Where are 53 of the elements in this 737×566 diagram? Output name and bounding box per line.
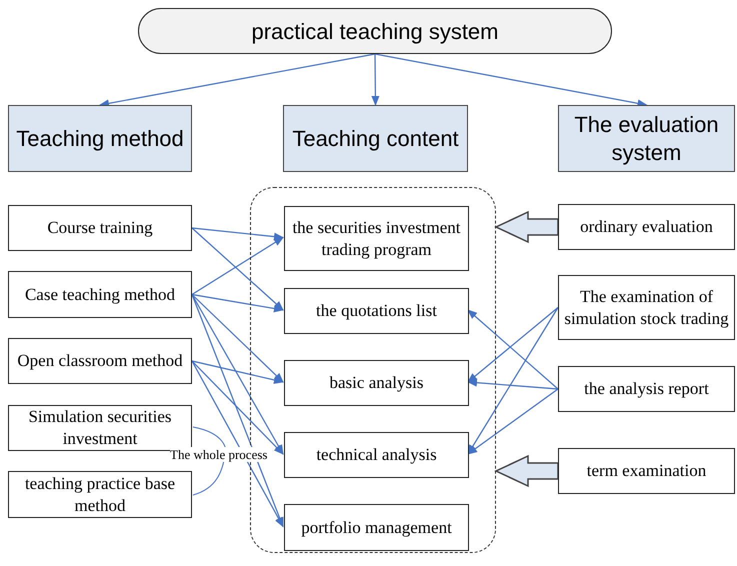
arrow [467, 388, 558, 455]
box-text: ordinary evaluation [580, 216, 713, 238]
process-box [558, 204, 735, 250]
process-box [284, 360, 469, 406]
process-box [558, 448, 735, 494]
arrow [374, 53, 648, 108]
process-box [558, 366, 735, 412]
process-box [284, 206, 469, 271]
box-text: term examination [586, 460, 706, 482]
box-text: The examination of simulation stock trading [563, 286, 730, 330]
box-text: Teaching content [292, 124, 459, 152]
arrow [192, 360, 284, 384]
arrow [371, 54, 380, 106]
box-text: the analysis report [584, 378, 709, 400]
box-text: Simulation securities investment [27, 406, 173, 450]
process-box [558, 275, 735, 340]
box-text: Case teaching method [24, 284, 176, 306]
arrow [99, 53, 376, 108]
title-pill [138, 8, 612, 54]
process-box [8, 338, 192, 384]
box-text: the quotations list [316, 300, 437, 322]
process-box [284, 504, 469, 551]
process-box [284, 432, 469, 478]
arrow [191, 294, 284, 455]
box-text: The evaluation system [573, 110, 720, 166]
category-header-box [558, 105, 735, 172]
box-text: Open classroom method [17, 350, 183, 372]
arrow [191, 360, 284, 528]
category-header-box [8, 105, 192, 172]
category-header-box [283, 105, 468, 172]
process-box [8, 405, 192, 451]
process-box [8, 471, 192, 518]
arrow [192, 228, 284, 311]
arrow [192, 227, 284, 241]
bracket-label: The whole process [170, 447, 268, 462]
box-text: Course training [47, 217, 153, 239]
arrow [467, 378, 558, 390]
arrow [192, 236, 284, 295]
box-text: teaching practice base method [24, 472, 176, 516]
block-arrow [494, 210, 559, 244]
arrow [192, 360, 284, 455]
box-text: portfolio management [301, 516, 452, 538]
box-text: Teaching method [16, 124, 184, 152]
process-box [8, 205, 192, 251]
process-box [8, 271, 192, 318]
arrow [192, 294, 284, 312]
process-box [284, 288, 469, 334]
box-text: basic analysis [330, 372, 424, 394]
box-text: practical teaching system [252, 18, 498, 46]
block-arrow [494, 454, 559, 488]
box-text: the securities investment trading program [291, 216, 462, 260]
arrow [192, 294, 284, 383]
box-text: technical analysis [316, 444, 437, 466]
